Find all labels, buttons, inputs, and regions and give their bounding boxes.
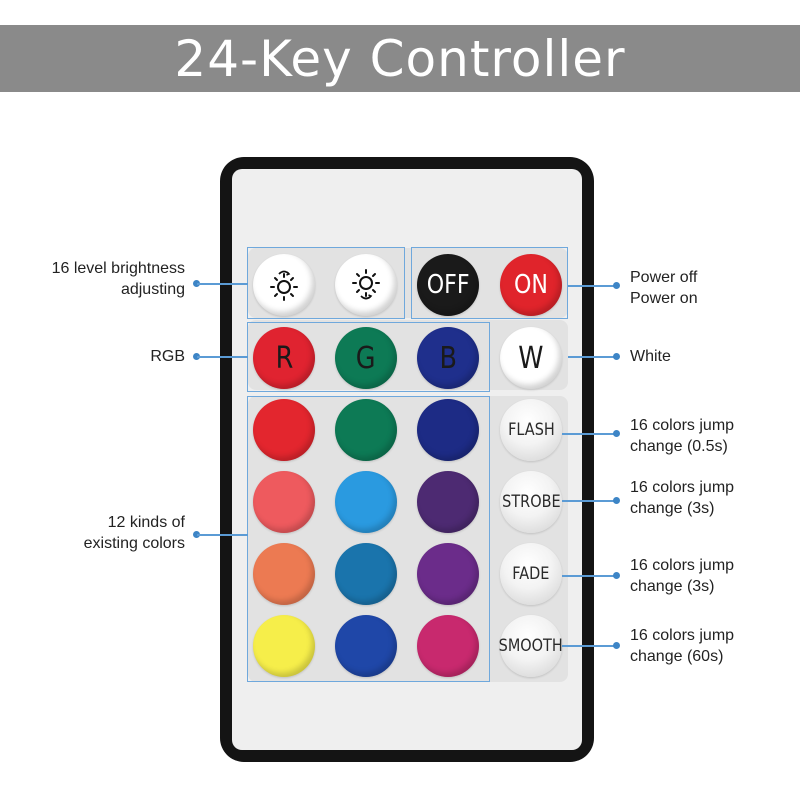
brightness-up-button[interactable] — [253, 254, 315, 316]
color-key-11[interactable] — [335, 615, 397, 677]
red-button[interactable]: R — [253, 327, 315, 389]
leader-line-fade — [562, 575, 616, 577]
annotation-rgb: RGB — [150, 346, 185, 367]
annotation-colors-line1: 12 kinds of — [107, 514, 185, 531]
annotation-smooth-line2: change (60s) — [630, 648, 724, 665]
power-group-box — [411, 247, 568, 319]
leader-line-rgb — [197, 356, 248, 358]
annotation-power-line2: Power on — [630, 290, 698, 307]
leader-line-smooth — [562, 645, 616, 647]
color-key-9[interactable] — [417, 543, 479, 605]
annotation-strobe-line2: change (3s) — [630, 500, 715, 517]
white-button-label: W — [518, 340, 544, 376]
color-key-6[interactable] — [417, 471, 479, 533]
leader-line-power — [568, 285, 616, 287]
annotation-brightness-line1: 16 level brightness — [51, 260, 185, 277]
leader-dot-brightness — [193, 280, 200, 287]
on-button[interactable]: ON — [500, 254, 562, 316]
strobe-button[interactable]: STROBE — [500, 471, 562, 533]
annotation-brightness: 16 level brightness adjusting — [52, 258, 185, 300]
flash-button-label: FLASH — [507, 420, 555, 440]
color-key-4[interactable] — [253, 471, 315, 533]
leader-line-strobe — [562, 500, 616, 502]
colors-group-box — [247, 396, 490, 682]
annotation-white-line1: White — [630, 348, 671, 365]
color-key-8[interactable] — [335, 543, 397, 605]
color-key-7[interactable] — [253, 543, 315, 605]
off-button[interactable]: OFF — [417, 254, 479, 316]
flash-button[interactable]: FLASH — [500, 399, 562, 461]
leader-dot-white — [613, 353, 620, 360]
brightness-up-icon — [270, 270, 298, 301]
leader-line-colors — [197, 534, 248, 536]
page-title: 24-Key Controller — [174, 29, 626, 88]
color-key-1[interactable] — [253, 399, 315, 461]
color-key-3[interactable] — [417, 399, 479, 461]
smooth-button[interactable]: SMOOTH — [498, 615, 564, 677]
leader-dot-rgb — [193, 353, 200, 360]
annotation-smooth-line1: 16 colors jump — [630, 627, 735, 644]
green-button-label: G — [356, 340, 376, 376]
on-button-label: ON — [514, 270, 548, 300]
leader-dot-fade — [613, 572, 620, 579]
blue-button-label: B — [439, 340, 457, 376]
annotation-white: White — [630, 346, 671, 367]
annotation-fade: 16 colors jump change (3s) — [630, 555, 734, 597]
fade-button[interactable]: FADE — [500, 543, 562, 605]
leader-dot-colors — [193, 531, 200, 538]
annotation-power-line1: Power off — [630, 269, 698, 286]
annotation-smooth: 16 colors jump change (60s) — [630, 625, 734, 667]
annotation-flash-line2: change (0.5s) — [630, 438, 728, 455]
leader-line-brightness — [197, 283, 248, 285]
off-button-label: OFF — [426, 270, 470, 300]
brightness-down-button[interactable] — [335, 254, 397, 316]
color-key-2[interactable] — [335, 399, 397, 461]
blue-button[interactable]: B — [417, 327, 479, 389]
annotation-fade-line1: 16 colors jump — [630, 557, 735, 574]
annotation-flash: 16 colors jump change (0.5s) — [630, 415, 734, 457]
annotation-strobe: 16 colors jump change (3s) — [630, 477, 734, 519]
title-banner: 24-Key Controller — [0, 25, 800, 92]
annotation-brightness-line2: adjusting — [120, 281, 185, 298]
annotation-colors: 12 kinds of existing colors — [84, 512, 185, 554]
leader-line-flash — [562, 433, 616, 435]
leader-dot-flash — [613, 430, 620, 437]
white-button[interactable]: W — [500, 327, 562, 389]
annotation-fade-line2: change (3s) — [630, 578, 715, 595]
smooth-button-label: SMOOTH — [498, 636, 564, 656]
leader-dot-power — [613, 282, 620, 289]
annotation-strobe-line1: 16 colors jump — [630, 479, 735, 496]
green-button[interactable]: G — [335, 327, 397, 389]
annotation-power: Power off Power on — [630, 267, 698, 309]
color-key-12[interactable] — [417, 615, 479, 677]
annotation-colors-line2: existing colors — [83, 535, 185, 552]
brightness-down-icon — [352, 269, 380, 300]
color-key-5[interactable] — [335, 471, 397, 533]
leader-dot-strobe — [613, 497, 620, 504]
annotation-rgb-line1: RGB — [150, 348, 185, 365]
strobe-button-label: STROBE — [501, 492, 561, 512]
leader-line-white — [568, 356, 616, 358]
leader-dot-smooth — [613, 642, 620, 649]
annotation-flash-line1: 16 colors jump — [630, 417, 735, 434]
color-key-10[interactable] — [253, 615, 315, 677]
fade-button-label: FADE — [512, 564, 550, 584]
red-button-label: R — [275, 340, 293, 376]
